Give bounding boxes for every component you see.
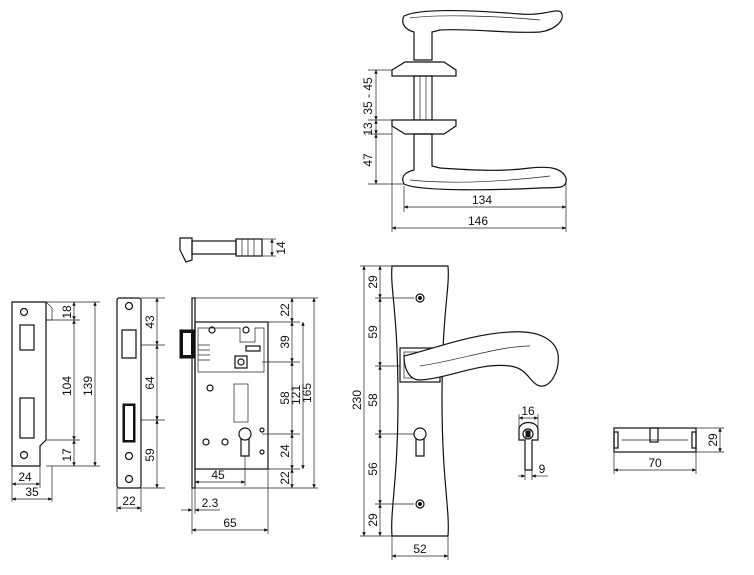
strike-bottom-label: 17 <box>60 448 74 462</box>
body-plate-thickness-label: 2.3 <box>202 496 219 510</box>
body-cyl-lower-label: 24 <box>278 444 292 458</box>
body-backset-label: 45 <box>211 468 225 482</box>
cylinder-end-depth-label: 9 <box>539 462 546 476</box>
backplate-upper-label: 59 <box>366 325 380 339</box>
strike-width-label: 35 <box>25 485 39 499</box>
latch-height-label: 14 <box>274 241 288 255</box>
backplate-bottom-label: 29 <box>366 513 380 527</box>
faceplate: 43 64 59 22 <box>116 297 165 512</box>
body-spindle-upper-label: 39 <box>278 335 292 349</box>
strike-height-label: 139 <box>81 376 95 396</box>
lower-height-label: 47 <box>361 153 375 167</box>
latch-bolt: 14 <box>179 237 288 263</box>
cylinder-height-label: 29 <box>706 433 720 447</box>
cylinder-length-label: 70 <box>648 456 662 470</box>
body-top-gap-label: 22 <box>278 303 292 317</box>
handle-side-view <box>391 9 567 191</box>
body-overall-height-label: 165 <box>300 383 314 403</box>
backplate-height-label: 230 <box>350 390 364 410</box>
rose-thickness-label: 13 <box>361 122 375 136</box>
backplate-lower-label: 56 <box>366 462 380 476</box>
body-bottom-gap-label: 22 <box>278 471 292 485</box>
backplate-top-label: 29 <box>366 275 380 289</box>
strike-top-label: 18 <box>60 305 74 319</box>
backplate-width-label: 52 <box>413 542 427 556</box>
lever-reach-label: 134 <box>472 193 492 207</box>
faceplate-bottom-label: 59 <box>143 448 157 462</box>
strike-inner-width-label: 24 <box>18 470 32 484</box>
backplate: 230 29 59 58 56 29 52 <box>350 265 559 560</box>
cylinder-end-view: 16 9 <box>518 404 548 480</box>
faceplate-middle-label: 64 <box>143 376 157 390</box>
strike-span-label: 104 <box>60 376 74 396</box>
overall-length-label: 146 <box>468 214 488 228</box>
lock-body: 22 39 58 24 22 121 165 45 2.3 65 <box>179 297 318 534</box>
rose-spacing-label: 35 - 45 <box>361 77 375 115</box>
body-inner-height-label: 121 <box>289 385 303 405</box>
handle-dimensions: 35 - 45 13 47 134 146 <box>361 69 567 232</box>
body-spindle-cyl-label: 58 <box>278 391 292 405</box>
cylinder-end-width-label: 16 <box>521 404 535 418</box>
cylinder-side-view: 70 29 <box>613 427 724 474</box>
faceplate-top-label: 43 <box>143 315 157 329</box>
faceplate-width-label: 22 <box>122 494 136 508</box>
backplate-middle-label: 58 <box>366 393 380 407</box>
body-depth-label: 65 <box>223 516 237 530</box>
strike-plate: 18 104 139 17 24 35 <box>11 301 100 502</box>
